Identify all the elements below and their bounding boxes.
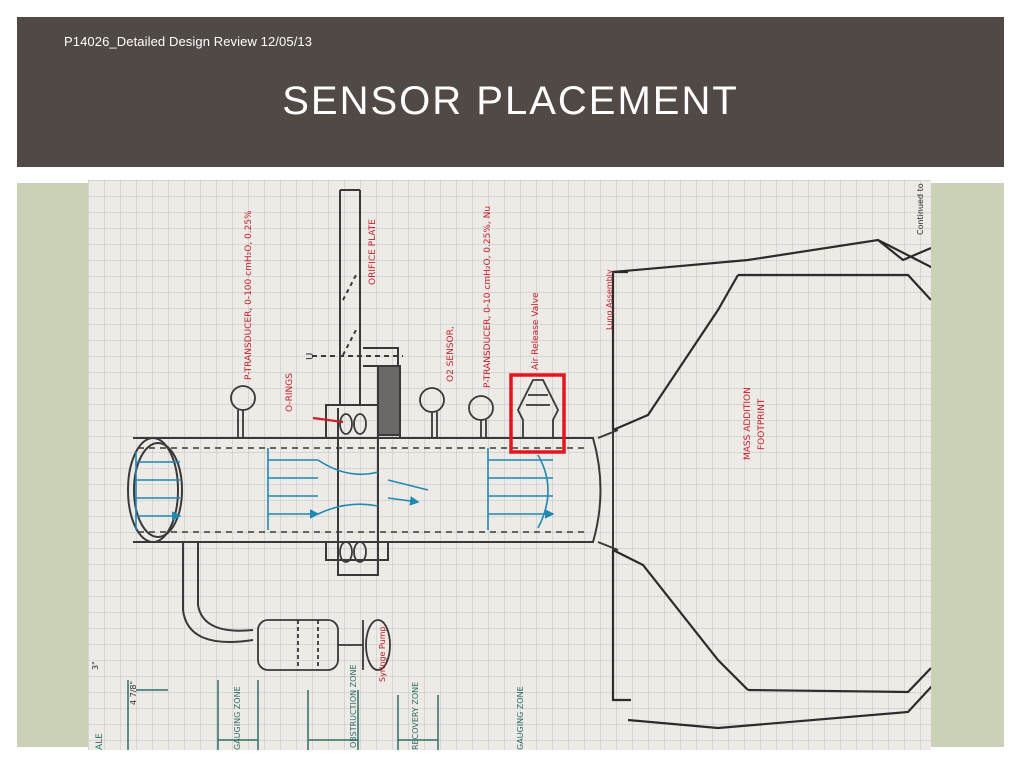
header-text: P14026_Detailed Design Review 12/05/13 bbox=[64, 34, 313, 49]
label-gauging-zone-2: GAUGING ZONE bbox=[516, 686, 525, 750]
label-gauging-zone-1: GAUGING ZONE bbox=[233, 686, 242, 750]
label-o2-sensor: O2 SENSOR, bbox=[446, 326, 456, 382]
grid-lines bbox=[88, 180, 931, 750]
label-syringe-pump: Syringe Pump bbox=[378, 626, 387, 682]
label-p-transducer-1: P-TRANSDUCER, 0-100 cmH₂O, 0.25% bbox=[244, 210, 254, 380]
sketch-drawing: P-TRANSDUCER, 0-100 cmH₂O, 0.25% O-RINGS… bbox=[88, 180, 931, 750]
label-lung-assembly: Lung Assembly bbox=[605, 269, 614, 330]
label-mass-addition: MASS ADDITION bbox=[743, 387, 753, 460]
label-letter-u: U bbox=[305, 353, 316, 360]
label-release-valve: Air Release Valve bbox=[531, 292, 541, 370]
sketch-photo: P-TRANSDUCER, 0-100 cmH₂O, 0.25% O-RINGS… bbox=[88, 180, 931, 750]
label-scale: ALE bbox=[95, 733, 105, 750]
label-footprint: FOOTPRINT bbox=[757, 398, 767, 450]
sensor-taps bbox=[230, 379, 560, 671]
zone-lines bbox=[127, 680, 439, 750]
release-valve-highlight bbox=[509, 373, 566, 454]
label-dimension-1: 4 7/8" bbox=[129, 681, 138, 705]
label-o-rings: O-RINGS bbox=[285, 373, 295, 412]
label-orifice-plate: ORIFICE PLATE bbox=[368, 219, 378, 285]
label-obstruction-zone: OBSTRUCTION ZONE bbox=[349, 665, 358, 749]
label-dimension-2: 3" bbox=[91, 661, 100, 670]
label-p-transducer-2: P-TRANSDUCER, 0-10 cmH₂O, 0.25%, Nu bbox=[483, 206, 493, 388]
velocity-profiles bbox=[135, 448, 553, 530]
label-continued: Continued to bbox=[916, 183, 925, 235]
label-recovery-zone: RECOVERY ZONE bbox=[411, 682, 420, 750]
slide-title: SENSOR PLACEMENT bbox=[282, 79, 739, 123]
oring-callout bbox=[312, 416, 344, 424]
slide-header: P14026_Detailed Design Review 12/05/13 S… bbox=[17, 17, 1004, 167]
lung-assembly bbox=[611, 238, 931, 730]
